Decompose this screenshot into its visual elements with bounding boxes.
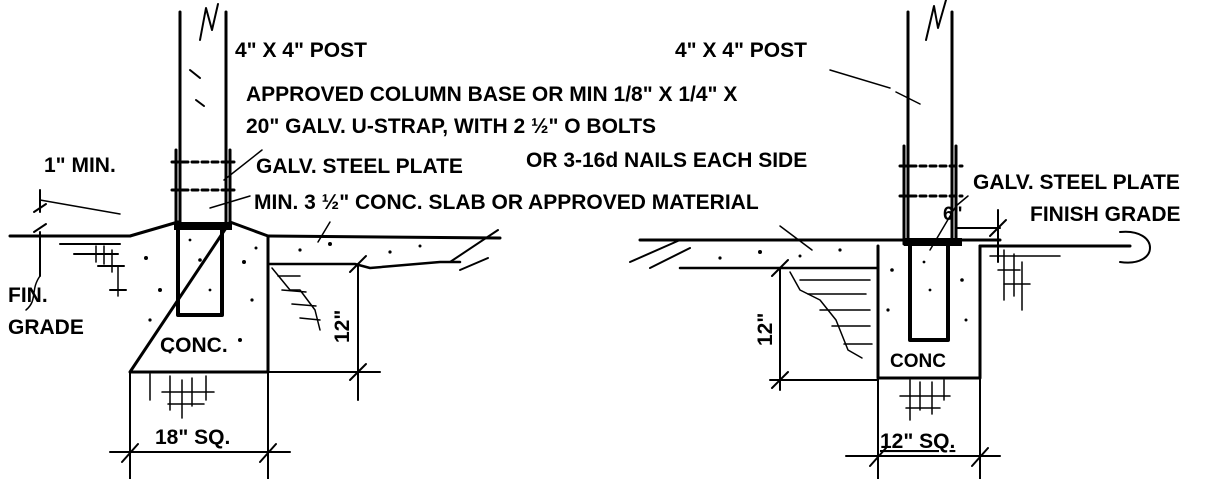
label-post-left: 4" X 4" POST xyxy=(235,39,367,62)
right-12in-sq-dim xyxy=(845,377,1001,480)
label-grade: GRADE xyxy=(8,316,84,339)
label-conc-left: CONC. xyxy=(160,334,228,357)
label-six-inch: 6" xyxy=(943,204,963,225)
left-12in-dim xyxy=(267,255,381,401)
left-slab xyxy=(266,229,502,271)
left-embed xyxy=(176,228,224,317)
label-post-right: 4" X 4" POST xyxy=(675,39,807,62)
right-footing xyxy=(876,244,982,380)
right-concrete-speckle xyxy=(886,260,968,322)
label-12in-left: 12" xyxy=(331,310,354,343)
left-ground-hatch xyxy=(149,267,321,419)
label-12in-right: 12" xyxy=(754,313,777,346)
label-18in-sq: 18" SQ. xyxy=(155,426,230,449)
left-u-strap xyxy=(170,148,236,230)
right-6in-dim xyxy=(929,195,1007,263)
right-slab xyxy=(629,230,1151,270)
label-finish-grade: FINISH GRADE xyxy=(1030,203,1181,226)
left-ground-left xyxy=(8,234,132,297)
right-footing-detail xyxy=(629,0,1151,480)
label-fin: FIN. xyxy=(8,284,48,307)
label-nails: OR 3-16d NAILS EACH SIDE xyxy=(526,149,807,172)
label-column-base-line1: APPROVED COLUMN BASE OR MIN 1/8" X 1/4" … xyxy=(246,83,737,106)
label-column-base-line2: 20" GALV. U-STRAP, WITH 2 ½" O BOLTS xyxy=(246,115,656,138)
label-one-inch-min: 1" MIN. xyxy=(44,154,116,177)
right-steel-plate xyxy=(904,238,962,246)
left-steel-plate xyxy=(174,222,232,230)
label-slab: MIN. 3 ½" CONC. SLAB OR APPROVED MATERIA… xyxy=(254,191,759,214)
left-footing-detail xyxy=(8,3,502,480)
left-post xyxy=(178,3,228,224)
label-12in-sq: 12" SQ. xyxy=(880,430,955,453)
right-post xyxy=(829,0,954,242)
left-18in-dim xyxy=(109,371,291,480)
label-galv-plate-right: GALV. STEEL PLATE xyxy=(973,171,1180,194)
right-embed xyxy=(908,244,950,342)
label-galv-plate-left: GALV. STEEL PLATE xyxy=(256,155,463,178)
right-12in-dim xyxy=(769,259,879,391)
label-conc-right: CONC xyxy=(890,351,946,372)
left-one-inch-min-dim xyxy=(25,189,47,311)
right-ground-hatch xyxy=(789,249,1061,421)
left-concrete-speckle xyxy=(144,238,258,354)
labels: 4" X 4" POST 4" X 4" POST APPROVED COLUM… xyxy=(8,39,1181,453)
